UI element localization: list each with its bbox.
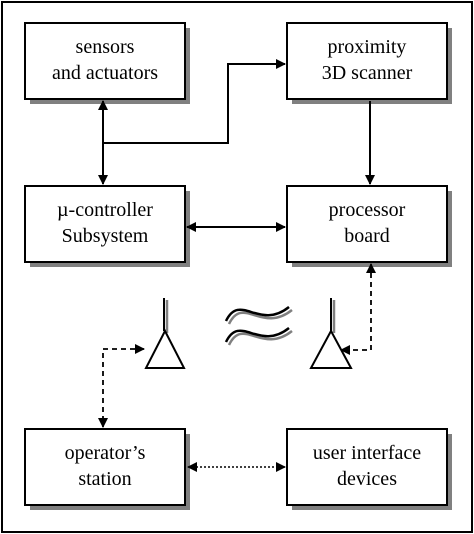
scanner-label-line2: 3D scanner: [322, 62, 413, 84]
processor-antenna-dashed-link: [340, 263, 376, 355]
processor-board-block: processor board: [286, 185, 452, 267]
antenna-icon: [144, 298, 186, 369]
antenna-icon: [309, 298, 353, 369]
processor-label-line2: board: [344, 225, 390, 247]
operators-station-block: operator’s station: [24, 428, 190, 510]
antenna-operator-dashed-link: [98, 344, 145, 428]
processor-label-line1: processor: [329, 199, 406, 221]
sensors-label-line2: and actuators: [52, 62, 158, 84]
sensors-and-actuators-block: sensors and actuators: [24, 22, 190, 104]
ui-devices-label-line1: user interface: [313, 442, 421, 464]
operator-label-line1: operator’s: [65, 442, 146, 464]
scanner-label-line1: proximity: [328, 36, 407, 58]
proximity-3d-scanner-block: proximity 3D scanner: [286, 22, 452, 104]
wireless-wave-icon: [224, 306, 293, 346]
controller-label-line2: Subsystem: [62, 225, 149, 247]
sensors-label-line1: sensors: [76, 36, 135, 58]
operator-label-line2: station: [78, 468, 131, 490]
user-interface-devices-block: user interface devices: [286, 428, 452, 510]
controller-label-line1: µ-controller: [57, 199, 153, 221]
microcontroller-subsystem-block: µ-controller Subsystem: [24, 185, 190, 267]
ui-devices-label-line2: devices: [337, 468, 397, 490]
sensors-to-scanner-arrow: [103, 59, 286, 144]
